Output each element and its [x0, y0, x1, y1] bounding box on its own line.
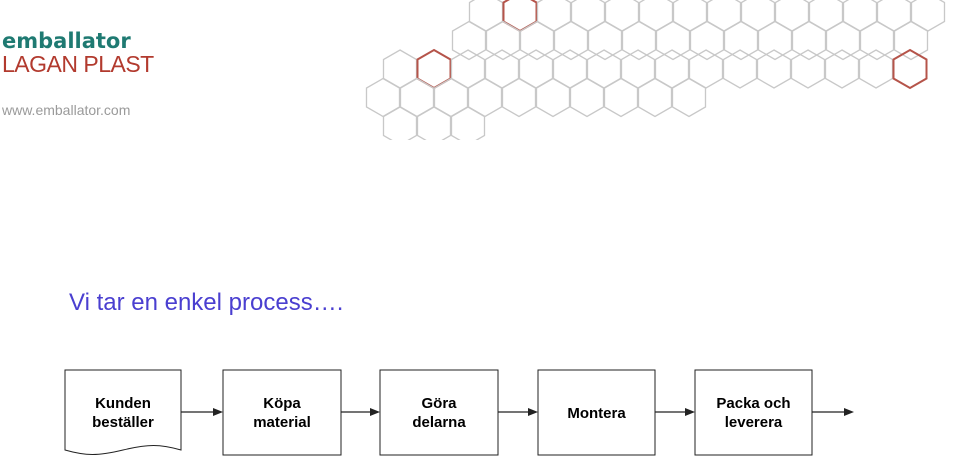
hexagon-pattern: [365, 0, 946, 140]
hexagon: [450, 106, 486, 140]
hexagon: [416, 106, 452, 140]
company-logo: emballator LAGAN PLAST: [2, 30, 154, 76]
hexagon: [553, 20, 589, 61]
flow-arrow-5: [812, 408, 854, 416]
hexagon: [519, 20, 555, 61]
hexagon: [824, 49, 860, 89]
hexagon: [859, 20, 895, 61]
flow-arrow-1: [181, 408, 223, 416]
flow-arrow-3: [498, 408, 538, 416]
hexagon: [655, 20, 691, 61]
step-shape-montera: [537, 369, 656, 456]
step-shape-packa-leverera: [694, 369, 813, 456]
hexagon: [723, 20, 759, 61]
hexagon: [603, 77, 639, 118]
flow-arrow-4: [655, 408, 695, 416]
step-shape-kopa-material: [222, 369, 342, 456]
logo-emballator: emballator: [2, 29, 131, 53]
hexagon: [791, 20, 827, 61]
hexagon: [382, 106, 418, 140]
hexagon: [757, 20, 793, 61]
hexagon: [587, 20, 623, 61]
hexagon-accent: [892, 48, 928, 90]
hexagon: [451, 20, 487, 61]
flow-arrow-2: [341, 408, 380, 416]
hexagon: [689, 20, 725, 61]
logo-lagan-plast: LAGAN PLAST: [2, 51, 154, 77]
hexagon: [825, 20, 861, 61]
hexagon: [756, 49, 792, 89]
hexagon: [501, 77, 537, 118]
hexagon: [671, 77, 707, 118]
step-shape-gora-delarna: [379, 369, 499, 456]
hexagon: [790, 49, 826, 89]
step-shape-kunden-bestaller: [64, 369, 182, 455]
hexagon: [621, 20, 657, 61]
hexagon: [535, 77, 571, 118]
hexagon: [893, 20, 929, 61]
hexagon: [637, 77, 673, 118]
slide-title: Vi tar en enkel process….: [69, 289, 344, 316]
hexagon: [569, 77, 605, 118]
website-url: www.emballator.com: [2, 102, 131, 118]
hexagon: [485, 20, 521, 61]
step-label-montera: Montera: [567, 404, 626, 422]
hexagon: [722, 49, 758, 89]
